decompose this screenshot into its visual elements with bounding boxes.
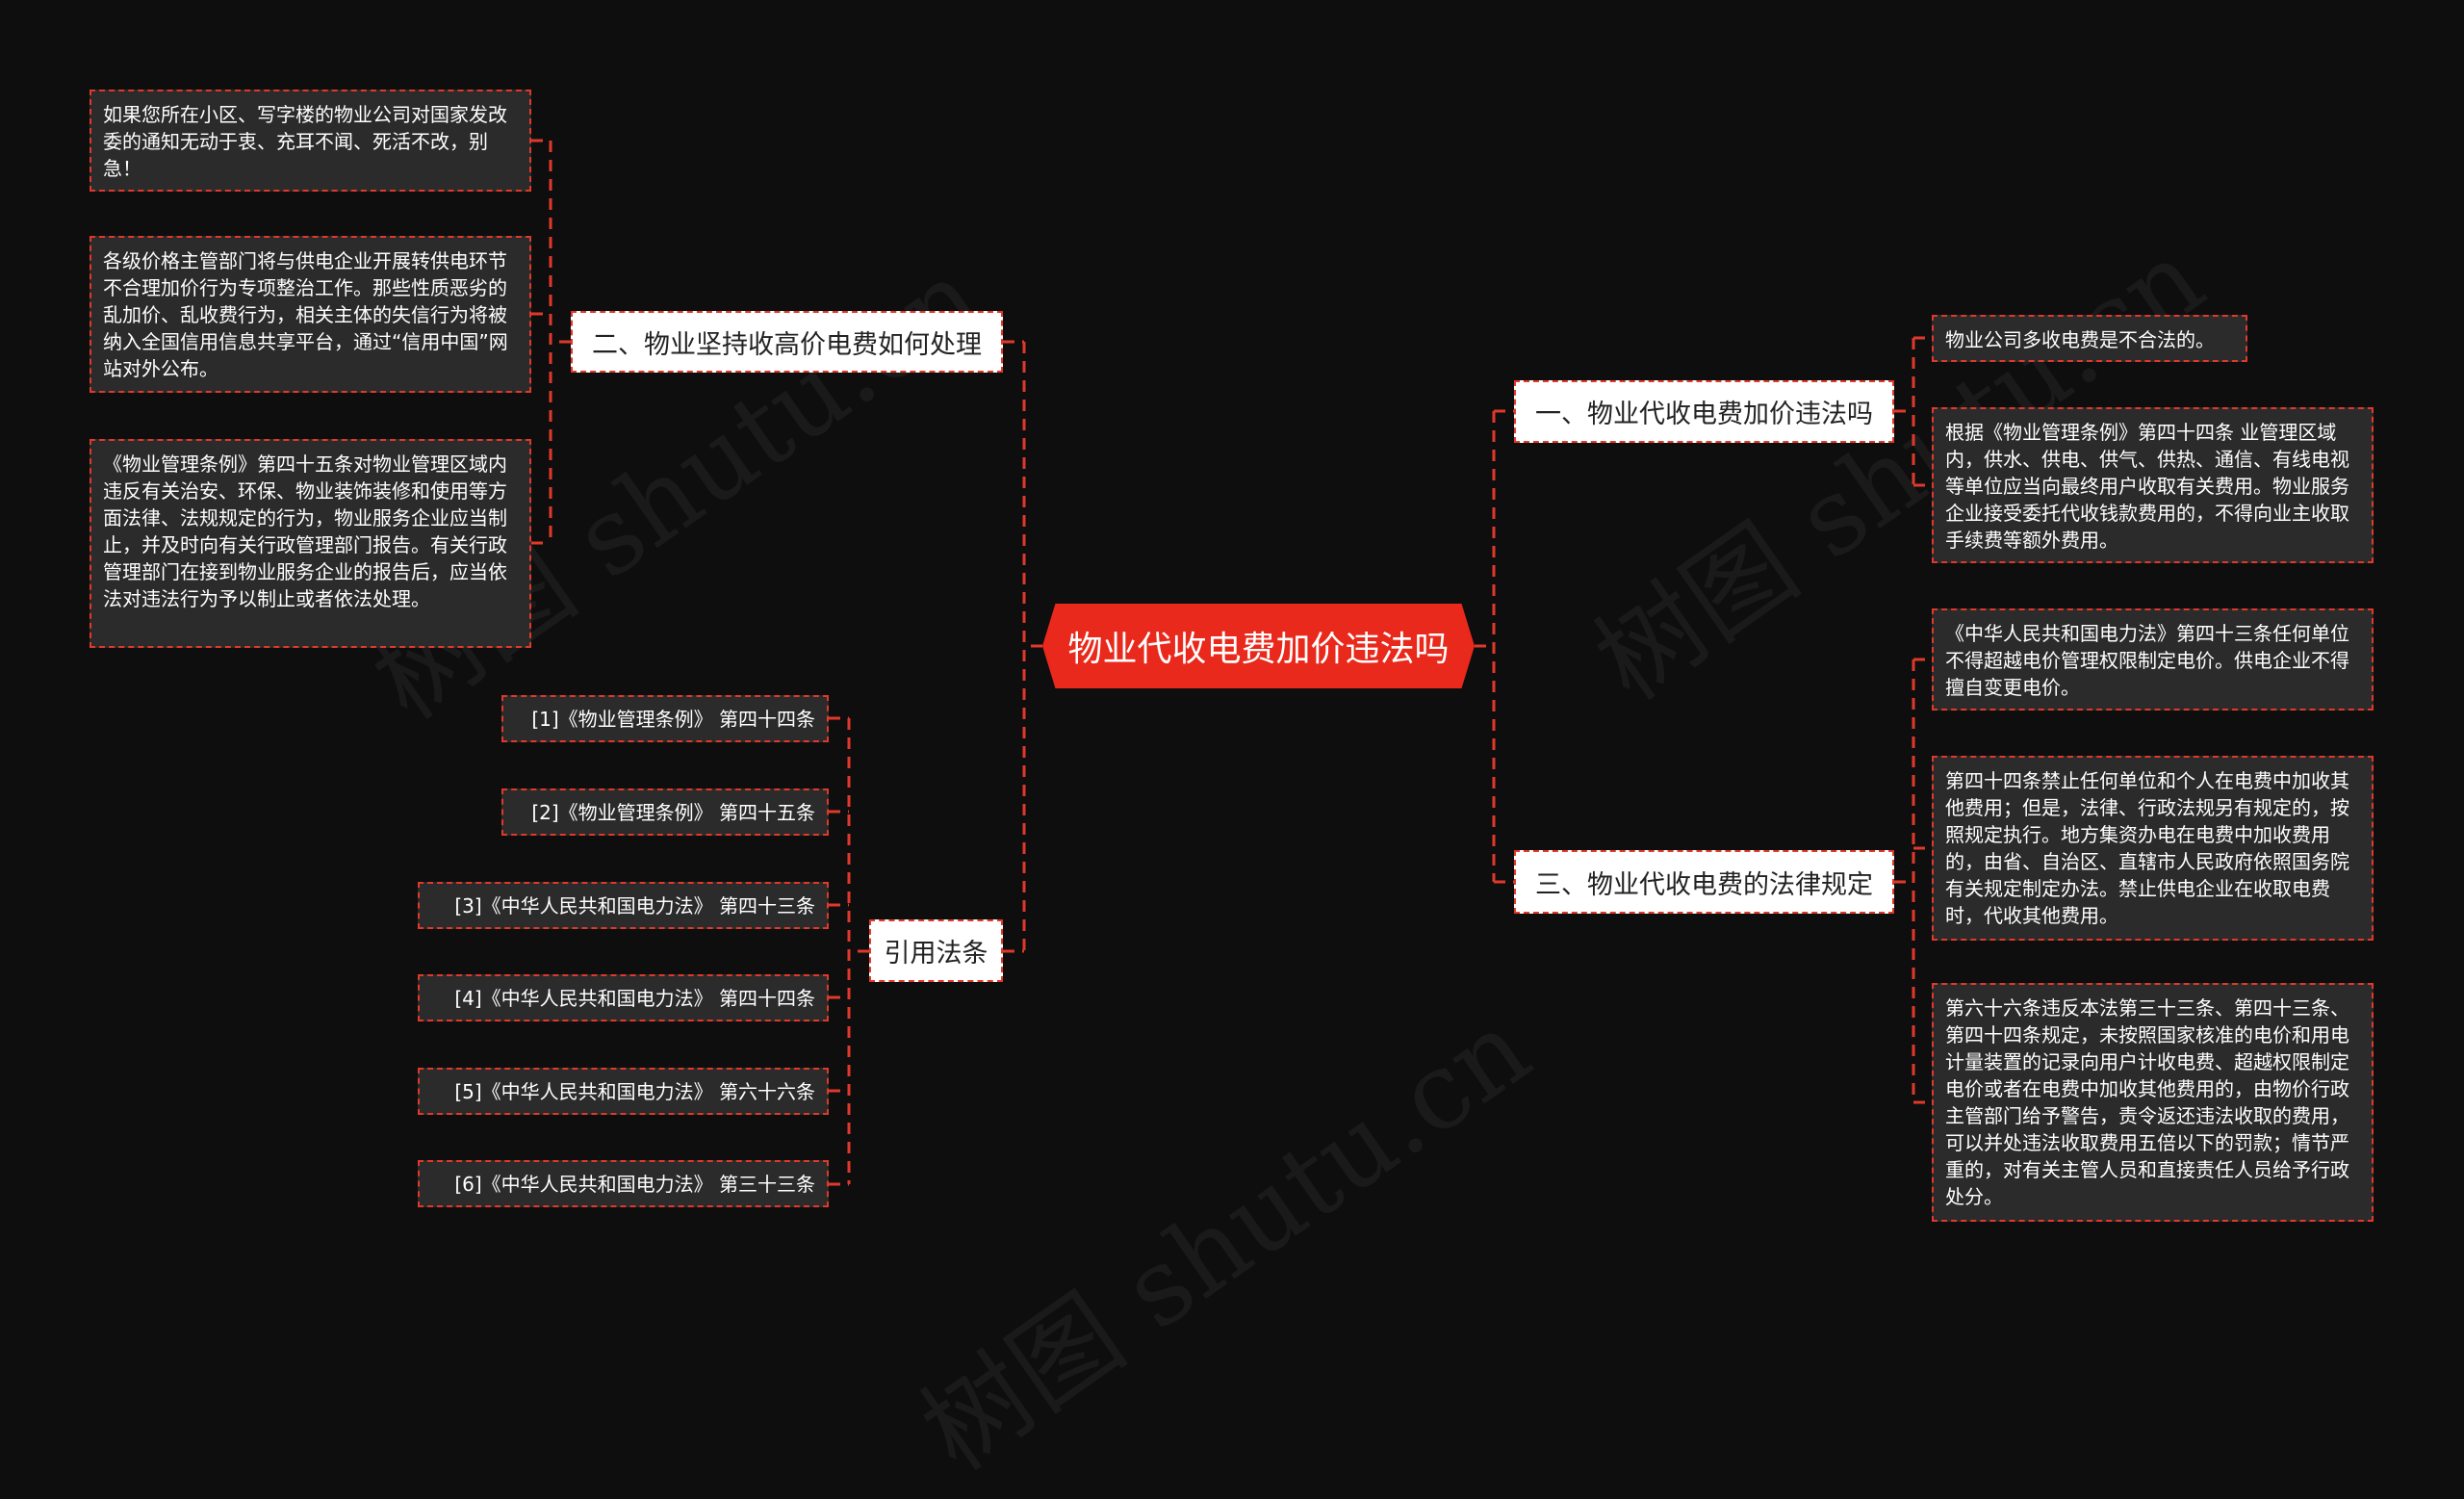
branch-legal-provisions[interactable]: 三、物业代收电费的法律规定 — [1514, 850, 1894, 914]
mindmap-canvas: 树图 shutu.cn 树图 shutu.cn 树图 shutu.cn — [90, 90, 2374, 1494]
reference-item-4[interactable]: [4]《中华人民共和国电力法》 第四十四条 — [418, 974, 829, 1021]
reference-item-2[interactable]: [2]《物业管理条例》 第四十五条 — [501, 788, 829, 836]
branch-handling[interactable]: 二、物业坚持收高价电费如何处理 — [571, 311, 1003, 373]
branch-is-illegal[interactable]: 一、物业代收电费加价违法吗 — [1514, 380, 1894, 443]
branch-references[interactable]: 引用法条 — [869, 919, 1003, 982]
leaf-handling-1[interactable]: 如果您所在小区、写字楼的物业公司对国家发改委的通知无动于衷、充耳不闻、死活不改，… — [90, 90, 531, 192]
leaf-law-2[interactable]: 第四十四条禁止任何单位和个人在电费中加收其他费用；但是，法律、行政法规另有规定的… — [1932, 756, 2374, 941]
leaf-illegal-2[interactable]: 根据《物业管理条例》第四十四条 业管理区域内，供水、供电、供气、供热、通信、有线… — [1932, 407, 2374, 563]
leaf-law-1[interactable]: 《中华人民共和国电力法》第四十三条任何单位不得超越电价管理权限制定电价。供电企业… — [1932, 608, 2374, 711]
connector-lines — [531, 139, 1932, 1186]
leaf-illegal-1[interactable]: 物业公司多收电费是不合法的。 — [1932, 315, 2247, 362]
root-topic[interactable]: 物业代收电费加价违法吗 — [1042, 604, 1475, 688]
leaf-law-3[interactable]: 第六十六条违反本法第三十三条、第四十三条、第四十四条规定，未按照国家核准的电价和… — [1932, 983, 2374, 1222]
leaf-handling-3[interactable]: 《物业管理条例》第四十五条对物业管理区域内违反有关治安、环保、物业装饰装修和使用… — [90, 439, 531, 648]
reference-item-1[interactable]: [1]《物业管理条例》 第四十四条 — [501, 695, 829, 742]
reference-item-5[interactable]: [5]《中华人民共和国电力法》 第六十六条 — [418, 1068, 829, 1115]
leaf-handling-2[interactable]: 各级价格主管部门将与供电企业开展转供电环节不合理加价行为专项整治工作。那些性质恶… — [90, 236, 531, 393]
reference-item-6[interactable]: [6]《中华人民共和国电力法》 第三十三条 — [418, 1160, 829, 1207]
reference-item-3[interactable]: [3]《中华人民共和国电力法》 第四十三条 — [418, 882, 829, 929]
